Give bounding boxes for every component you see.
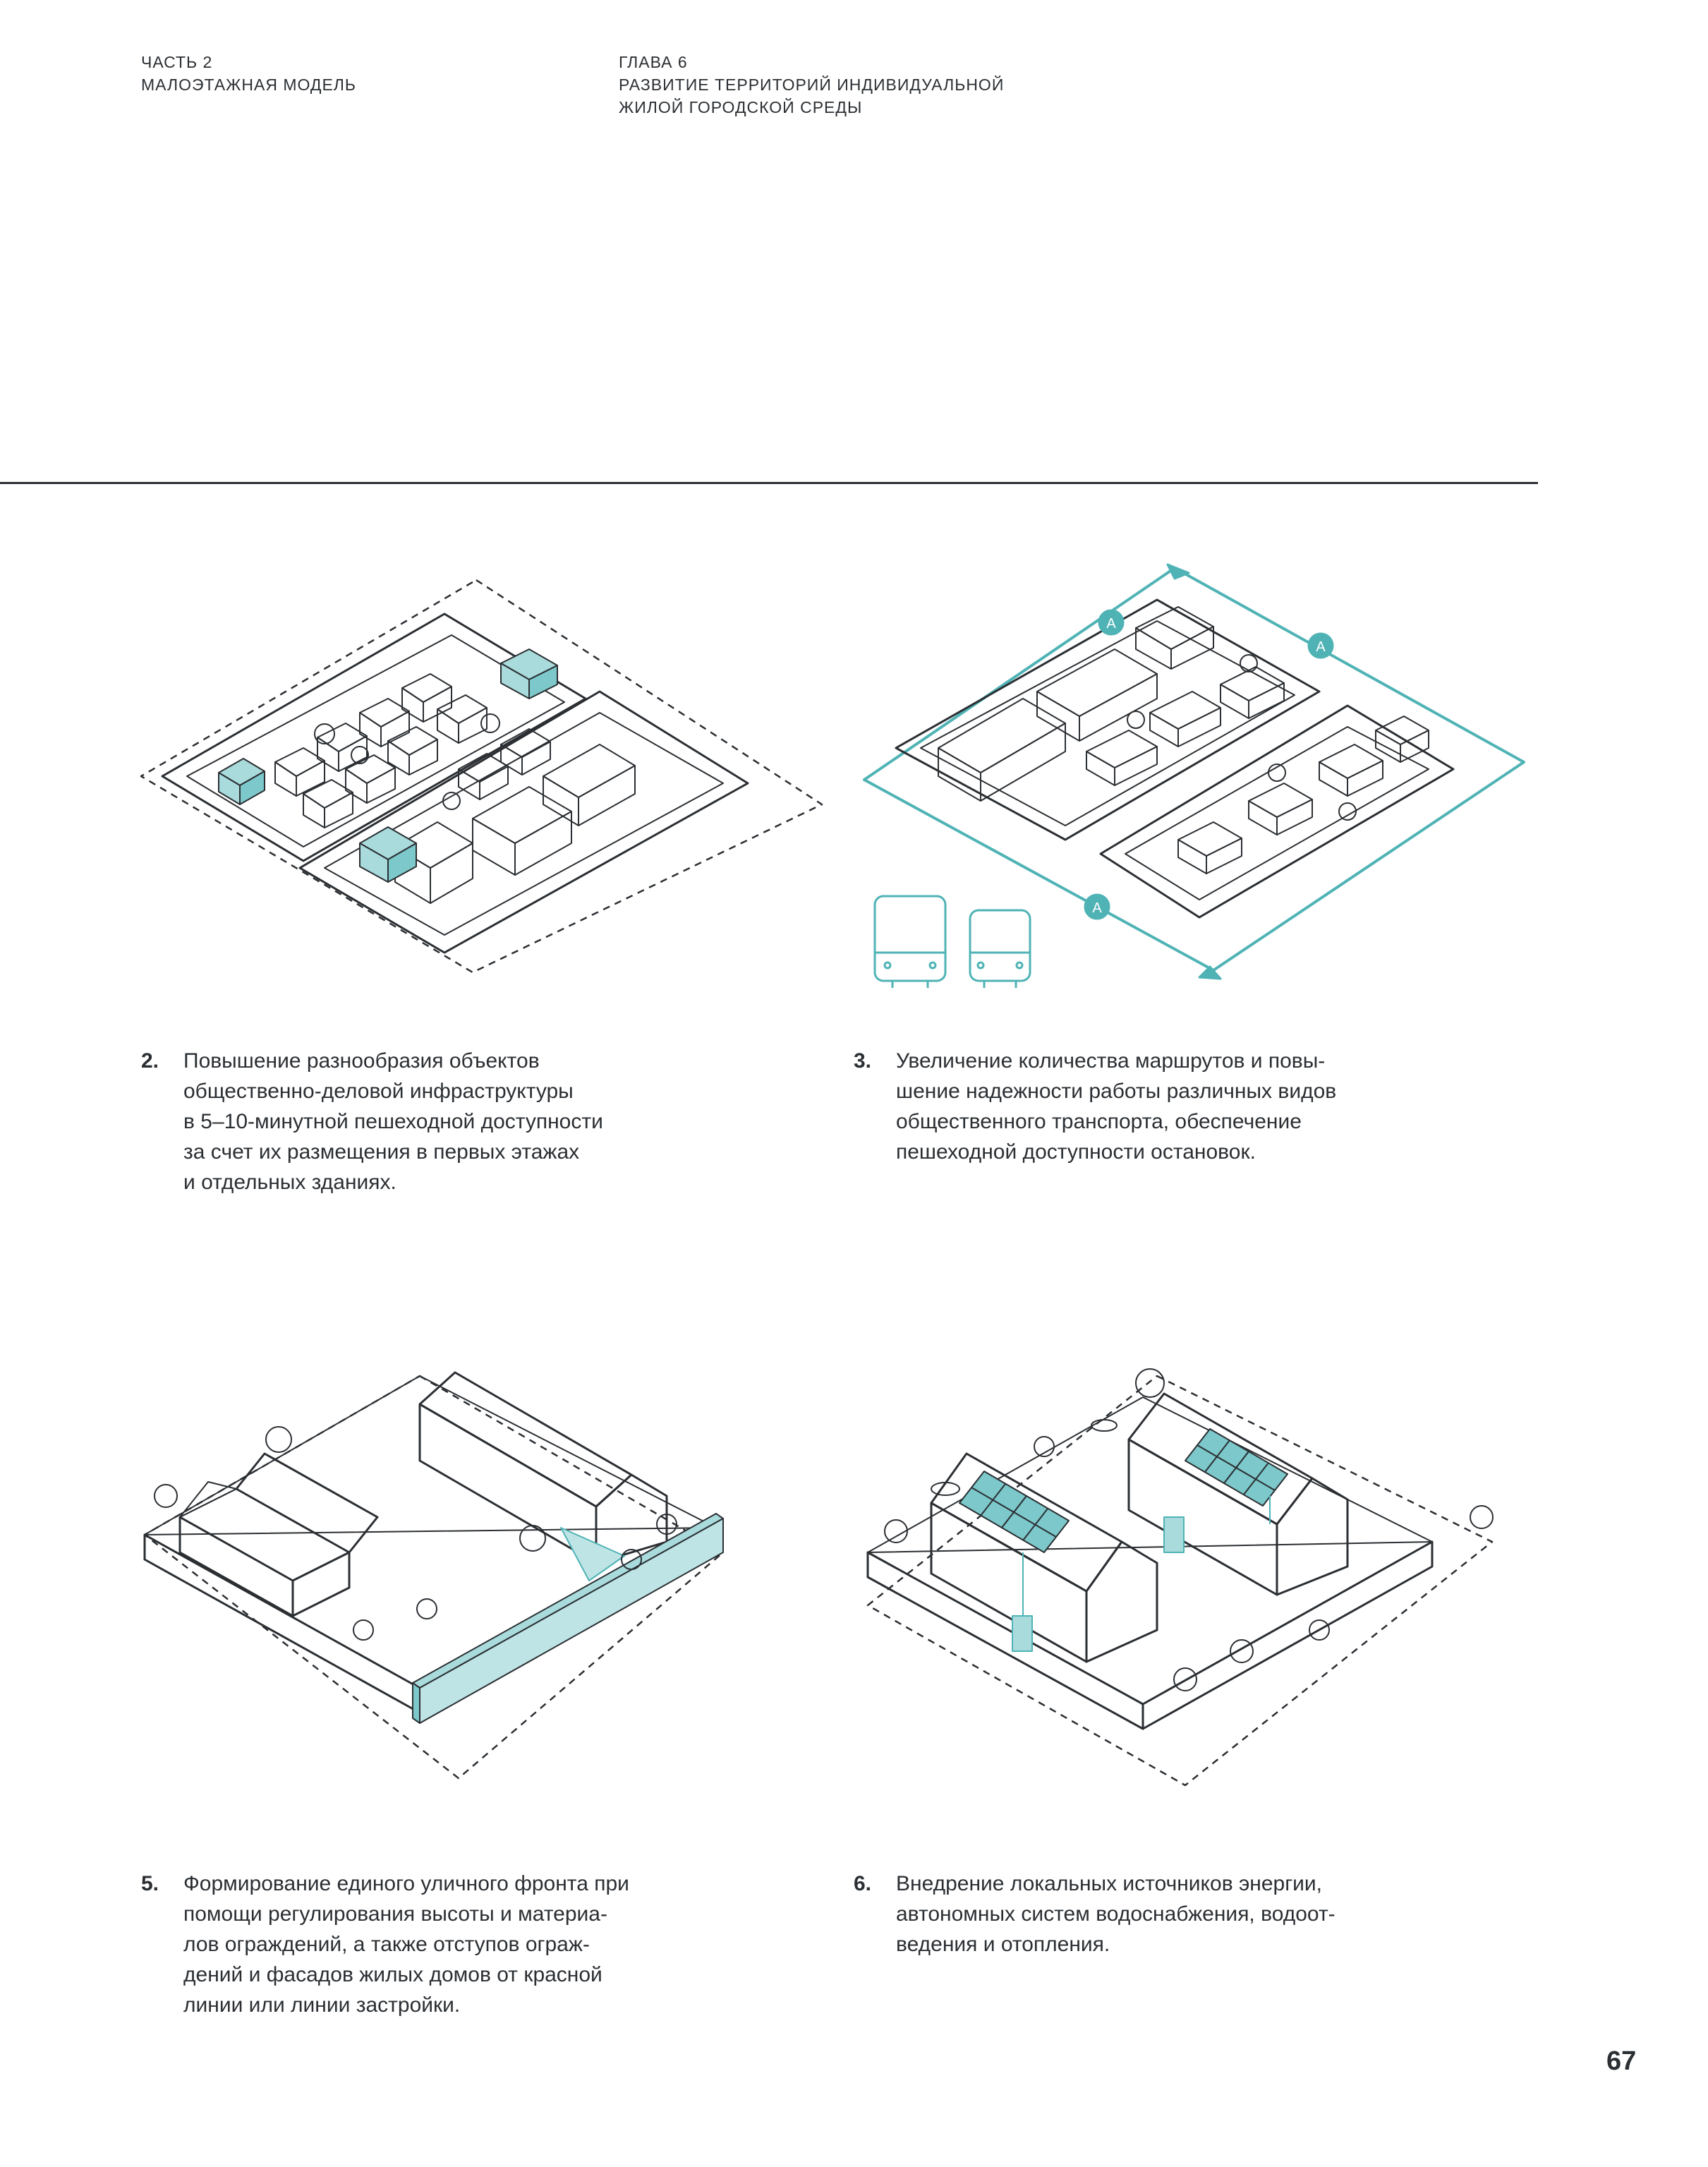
figure-transport-routes: A A A <box>854 557 1538 988</box>
chapter-title-line1: РАЗВИТИЕ ТЕРРИТОРИЙ ИНДИВИДУАЛЬНОЙ <box>619 76 1005 94</box>
item-line: пешеходной доступности остановок. <box>896 1140 1256 1164</box>
part-title: МАЛОЭТАЖНАЯ МОДЕЛЬ <box>141 76 356 94</box>
route-marker-label: A <box>1092 900 1102 916</box>
solar-panel <box>1185 1428 1288 1507</box>
item-line: в 5–10-минутной пешеходной доступности <box>183 1110 603 1133</box>
figure-local-energy <box>854 1355 1538 1792</box>
item-line: и отдельных зданиях. <box>183 1171 396 1194</box>
part-label: ЧАСТЬ 2 <box>141 53 213 71</box>
item-text: Внедрение локальных источников энергии, … <box>896 1869 1335 1960</box>
minibus-icon <box>969 909 1031 988</box>
caption-item-2: 2. Повышение разнообразия объектов общес… <box>141 1046 705 1208</box>
item-number: 3. <box>854 1049 872 1073</box>
header-divider <box>0 482 1538 484</box>
item-line: Формирование единого уличного фронта при <box>183 1872 629 1895</box>
running-header-part: ЧАСТЬ 2 МАЛОЭТАЖНАЯ МОДЕЛЬ <box>141 51 356 96</box>
item-line: Увеличение количества маршрутов и повы- <box>896 1049 1326 1073</box>
item-line: помощи регулирования высоты и материа- <box>183 1902 607 1926</box>
route-marker-label: A <box>1316 639 1326 655</box>
caption-item-3: 3. Увеличение количества маршрутов и пов… <box>854 1046 1453 1180</box>
caption-item-5: 5. Формирование единого уличного фронта … <box>141 1869 762 2031</box>
item-line: ведения и отопления. <box>896 1933 1110 1956</box>
item-line: линии или линии застройки. <box>183 1993 461 2017</box>
item-line: дений и фасадов жилых домов от красной <box>183 1963 602 1986</box>
item-text: Повышение разнообразия объектов обществе… <box>183 1046 603 1197</box>
running-header-chapter: ГЛАВА 6 РАЗВИТИЕ ТЕРРИТОРИЙ ИНДИВИДУАЛЬН… <box>619 51 1004 119</box>
item-number: 5. <box>141 1872 159 1895</box>
chapter-title-line2: ЖИЛОЙ ГОРОДСКОЙ СРЕДЫ <box>619 98 863 116</box>
caption-item-6: 6. Внедрение локальных источников энерги… <box>854 1869 1453 1974</box>
item-line: автономных систем водоснабжения, водоот- <box>896 1902 1335 1926</box>
item-number: 6. <box>854 1872 872 1895</box>
item-line: за счет их размещения в первых этажах <box>183 1140 580 1164</box>
item-line: лов ограждений, а также отступов ограж- <box>183 1933 590 1956</box>
bus-icon <box>873 895 947 988</box>
item-text: Формирование единого уличного фронта при… <box>183 1869 629 2020</box>
solar-panel <box>959 1471 1070 1553</box>
item-text: Увеличение количества маршрутов и повы- … <box>896 1046 1336 1167</box>
chapter-label: ГЛАВА 6 <box>619 53 688 71</box>
route-markers: A A A <box>1084 609 1334 920</box>
figure-street-front <box>138 1362 822 1785</box>
item-line: общественно-деловой инфраструктуры <box>183 1080 574 1103</box>
item-line: Внедрение локальных источников энергии, <box>896 1872 1323 1895</box>
item-line: шение надежности работы различных видов <box>896 1080 1337 1103</box>
route-marker-label: A <box>1106 616 1116 632</box>
page-number: 67 <box>1606 2046 1637 2076</box>
figure-infrastructure-blocks <box>134 572 832 981</box>
item-number: 2. <box>141 1049 159 1073</box>
item-line: общественного транспорта, обеспечение <box>896 1110 1302 1133</box>
item-line: Повышение разнообразия объектов <box>183 1049 540 1073</box>
